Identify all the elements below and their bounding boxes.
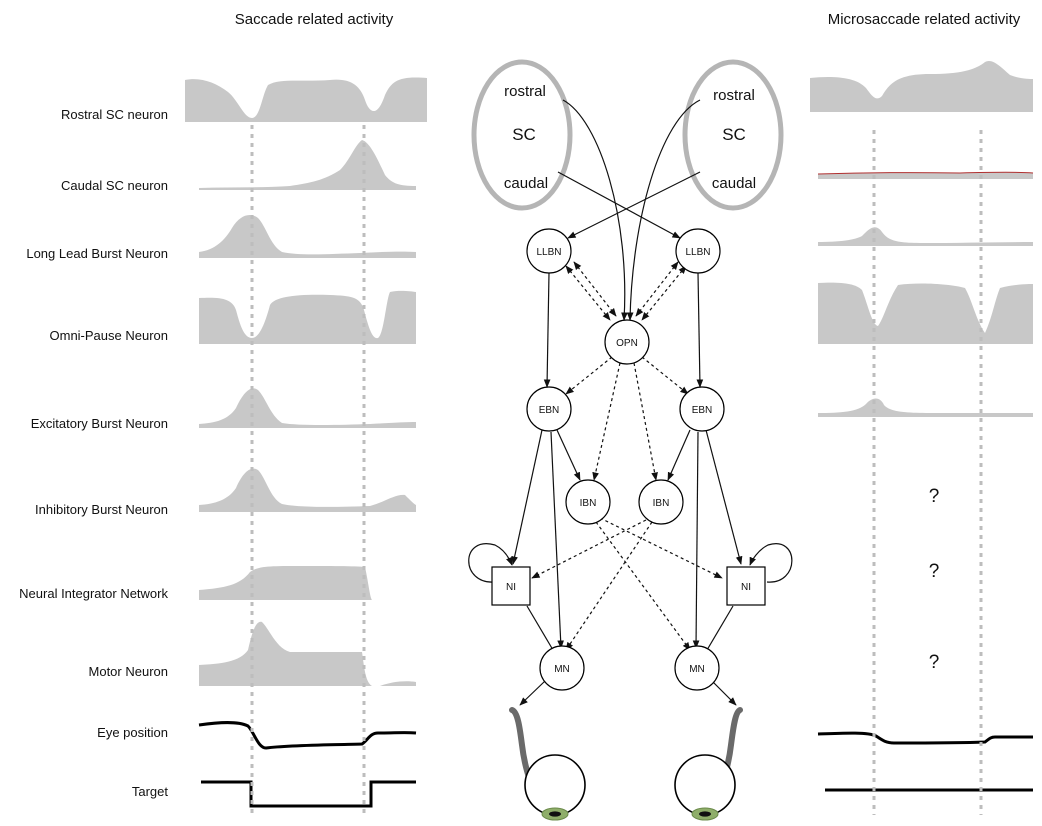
right-traces (810, 60, 1034, 792)
circuit-diagram: rostral SC caudal rostral SC caudal (468, 59, 793, 821)
trace-mn-saccade (199, 621, 416, 686)
node-right-ibn (638, 479, 684, 525)
row-label-ebn: Excitatory Burst Neuron (31, 416, 168, 431)
edge-right-ibn-to-left-ni (531, 519, 647, 579)
edge-left-llbn-to-ebn (543, 272, 551, 388)
row-label-opn: Omni-Pause Neuron (50, 328, 169, 343)
edge-right-ni-to-mn (706, 605, 734, 651)
node-right-mn-label: MN (689, 664, 705, 675)
sc-right-caudal-label: caudal (712, 175, 756, 192)
trace-caudal-sc-microsaccade-fill (818, 172, 1033, 179)
node-left-ibn (565, 479, 611, 525)
edge-left-llbn-opn-b (573, 261, 617, 317)
unknown-mn-microsaccade: ? (929, 652, 940, 673)
row-labels: Rostral SC neuron Caudal SC neuron Long … (19, 107, 168, 799)
node-right-mn (674, 645, 720, 691)
edge-right-ebn-to-ibn (667, 429, 691, 481)
row-label-ibn: Inhibitory Burst Neuron (35, 502, 168, 517)
sc-left-caudal-label: caudal (504, 175, 548, 192)
node-right-ni-label: NI (741, 582, 751, 593)
node-opn-label: OPN (616, 338, 638, 349)
node-left-mn (539, 645, 585, 691)
sc-right-rostral-label: rostral (713, 87, 755, 104)
edge-right-mn-to-eye (711, 680, 737, 706)
node-left-ebn (526, 386, 572, 432)
unknown-ni-microsaccade: ? (929, 561, 940, 582)
edge-left-ni-self-loop (468, 543, 513, 583)
edge-left-ni-to-mn (526, 605, 554, 651)
row-label-rostral-sc: Rostral SC neuron (61, 107, 168, 122)
row-label-llbn: Long Lead Burst Neuron (26, 246, 168, 261)
unknown-ibn-microsaccade: ? (929, 486, 940, 507)
row-label-target: Target (132, 784, 169, 799)
edge-left-rostral-to-opn (562, 99, 628, 321)
edge-opn-to-right-ebn (641, 356, 689, 395)
node-left-llbn (526, 228, 572, 274)
edge-right-ni-self-loop (749, 543, 793, 583)
edge-left-ebn-to-mn (550, 431, 565, 649)
node-left-ni-label: NI (506, 582, 516, 593)
right-header: Microsaccade related activity (828, 11, 1021, 28)
edge-left-mn-to-eye (519, 680, 546, 706)
edge-right-llbn-opn-a (641, 265, 687, 321)
row-label-eye-position: Eye position (97, 725, 168, 740)
edge-left-ebn-to-ibn (556, 429, 581, 481)
trace-llbn-saccade (199, 215, 416, 258)
trace-llbn-microsaccade (818, 227, 1033, 246)
left-eye-icon (509, 707, 586, 821)
trace-ibn-saccade (199, 468, 416, 512)
row-label-mn: Motor Neuron (89, 664, 168, 679)
trace-caudal-sc-saccade (199, 140, 416, 190)
edge-left-llbn-opn-a (565, 265, 611, 321)
edge-opn-to-right-ibn (633, 362, 658, 481)
trace-opn-microsaccade (818, 282, 1033, 344)
sc-left-name: SC (512, 125, 536, 144)
right-eye-icon (674, 707, 743, 821)
edge-left-ibn-to-right-ni (599, 517, 723, 579)
edge-left-ibn-to-right-mn (595, 521, 691, 651)
edge-right-caudal-to-left-llbn (567, 171, 701, 239)
sc-right-ellipse (682, 59, 784, 211)
node-right-ebn (679, 386, 725, 432)
node-left-ebn-label: EBN (539, 405, 560, 416)
edge-opn-to-left-ibn (592, 362, 621, 481)
edge-right-llbn-to-ebn (696, 272, 704, 388)
node-right-llbn-label: LLBN (685, 247, 710, 258)
row-label-ni: Neural Integrator Network (19, 586, 168, 601)
trace-eye-position-microsaccade (817, 731, 1033, 745)
edge-right-ibn-to-left-mn (565, 521, 653, 651)
node-right-llbn (675, 228, 721, 274)
node-left-mn-label: MN (554, 664, 570, 675)
left-header: Saccade related activity (235, 11, 394, 28)
trace-eye-position-saccade (198, 721, 417, 750)
node-left-llbn-label: LLBN (536, 247, 561, 258)
node-left-ibn-label: IBN (580, 498, 597, 509)
trace-ebn-saccade (199, 388, 416, 428)
trace-rostral-sc-microsaccade (810, 60, 1033, 112)
node-right-ibn-label: IBN (653, 498, 670, 509)
edge-right-ebn-to-ni (705, 429, 743, 565)
edge-right-rostral-to-opn (626, 99, 701, 321)
trace-opn-saccade (199, 290, 416, 344)
trace-ebn-microsaccade (818, 398, 1033, 417)
row-label-caudal-sc: Caudal SC neuron (61, 178, 168, 193)
trace-caudal-sc-microsaccade-line (817, 171, 1034, 175)
trace-target-saccade (201, 780, 416, 808)
node-left-ni (491, 566, 531, 606)
edge-right-ebn-to-mn (692, 431, 700, 649)
sc-left-ellipse (471, 59, 573, 211)
edge-opn-to-left-ebn (565, 356, 613, 395)
trace-ni-saccade (199, 566, 372, 600)
edge-left-caudal-to-right-llbn (557, 171, 681, 239)
left-traces (185, 77, 427, 808)
edge-right-llbn-opn-b (635, 261, 679, 317)
sc-right-name: SC (722, 125, 746, 144)
sc-left-rostral-label: rostral (504, 83, 546, 100)
trace-rostral-sc-saccade (185, 77, 427, 122)
node-right-ebn-label: EBN (692, 405, 713, 416)
node-opn (604, 319, 650, 365)
node-right-ni (726, 566, 766, 606)
edge-left-ebn-to-ni (511, 429, 543, 565)
